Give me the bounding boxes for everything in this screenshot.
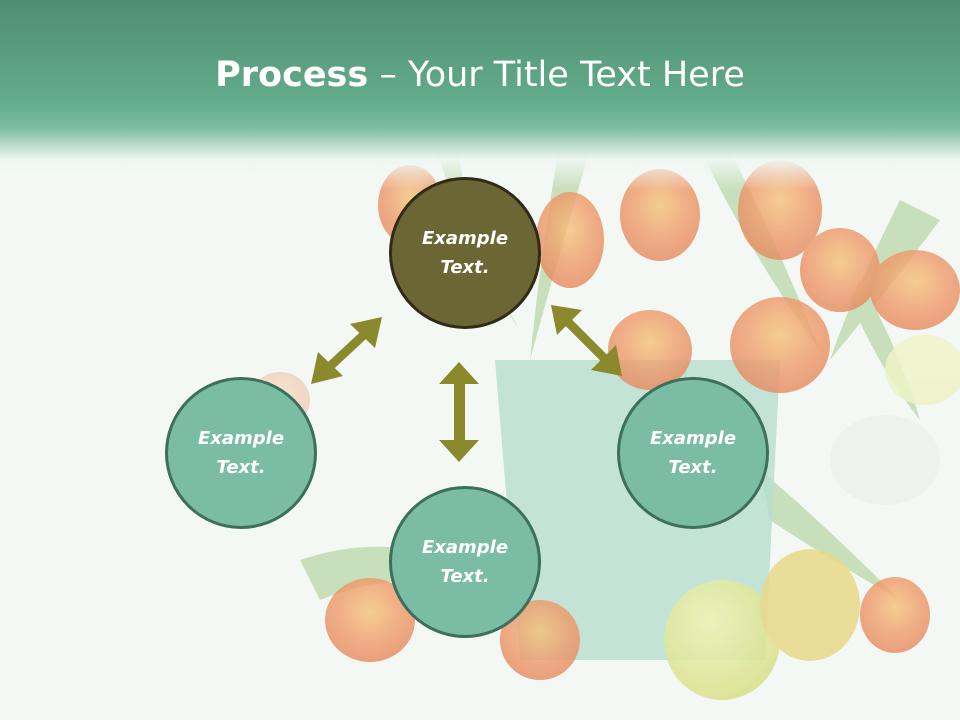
title-rest: – Your Title Text Here	[368, 55, 745, 95]
node-left-line1: Example	[197, 428, 285, 449]
arrow-center-left	[311, 317, 382, 384]
arrow-center-right	[551, 305, 622, 376]
slide-title: Process – Your Title Text Here	[0, 52, 960, 98]
arrow-center-bottom	[439, 362, 479, 462]
node-bottom-line2: Text.	[440, 566, 490, 587]
node-center: Example Text.	[389, 177, 541, 329]
node-bottom-line1: Example	[421, 537, 509, 558]
node-center-line1: Example	[421, 228, 509, 249]
title-banner	[0, 0, 960, 190]
node-right-line1: Example	[649, 428, 737, 449]
node-left-line2: Text.	[216, 457, 266, 478]
node-right-line2: Text.	[668, 457, 718, 478]
node-center-line2: Text.	[440, 257, 490, 278]
node-left: Example Text.	[165, 377, 317, 529]
node-right: Example Text.	[617, 377, 769, 529]
title-bold: Process	[215, 55, 369, 95]
node-bottom: Example Text.	[389, 486, 541, 638]
